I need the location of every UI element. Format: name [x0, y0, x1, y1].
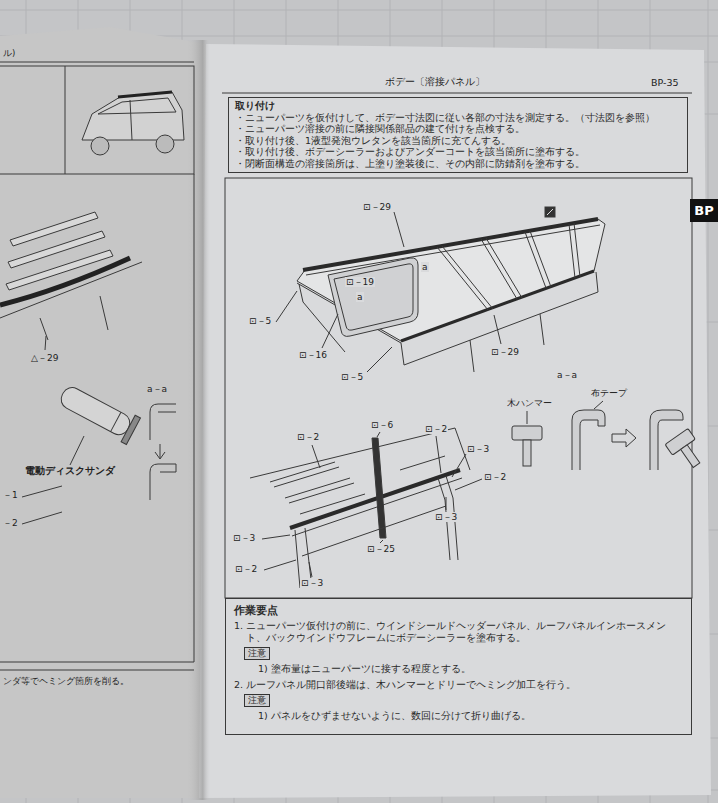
callout-number: －2 [2, 518, 19, 528]
page-number: BP-35 [650, 78, 680, 89]
page-header-title: ボデー〔溶接パネル〕 [383, 76, 487, 88]
bullet-text: ・取り付け後、ボデーシーラーおよびアンダーコートを該当箇所に塗布する。 [235, 146, 681, 158]
caution-text: 注意 [248, 648, 266, 659]
caution-text: 注意 [248, 695, 266, 706]
box-heading: 作業要点 [234, 604, 683, 616]
callout-number: ⊡－3 [232, 533, 256, 543]
part-label: 木ハンマー [506, 398, 553, 408]
item-text: 2. ルーフパネル開口部後端は、木ハンマーとドリーでヘミング加工を行う。 [234, 679, 683, 691]
item-text: 1. ニューパーツ仮付けの前に、ウインドシールドヘッダーパネル、ルーフパネルイン… [234, 620, 683, 644]
instruction-box: 取り付け・ニューパーツを仮付けして、ボデー寸法図に従い各部の寸法を測定する。（寸… [228, 97, 688, 173]
callout-number: ⊡－16 [298, 350, 328, 360]
section-tab: BP [690, 199, 718, 222]
running-head-fragment: ル) [2, 49, 16, 59]
callout-number: ⊡－2 [483, 472, 507, 482]
tab-text: BP [690, 199, 718, 222]
bullet-text: ・取り付け後、1液型発泡ウレタンを該当箇所に充てんする。 [235, 135, 681, 147]
note-text: 1) パネルをひずませないように、数回に分けて折り曲げる。 [234, 710, 683, 722]
left-page-drawing [0, 62, 194, 670]
callout-number: ⊡－3 [466, 444, 490, 454]
callout-number: ⊡－29 [490, 347, 520, 357]
callout-number: ⊡－5 [340, 372, 364, 382]
part-label: 布テープ [590, 388, 628, 398]
callout-number: ⊡－5 [248, 316, 272, 326]
gutter-shadow [186, 40, 210, 800]
callout-number: ⊡－19 [345, 277, 375, 287]
callout-number: ⊡－2 [296, 432, 320, 442]
note-text: ンダ等でヘミング箇所を削る。 [2, 676, 130, 686]
box-heading: 取り付け [235, 100, 681, 112]
section-mark: a－a [146, 384, 168, 394]
section-mark: a－a [556, 370, 578, 380]
bullet-text: ・閉断面構造の溶接箇所は、上塗り塗装後に、その内部に防錆剤を塗布する。 [235, 158, 681, 170]
section-mark: a [356, 292, 364, 302]
callout-number: －1 [2, 490, 19, 500]
section-mark: a [421, 262, 429, 272]
right-page-drawing [222, 93, 708, 598]
callout-number: ⊡－2 [424, 424, 448, 434]
callout-number: ⊡－3 [434, 512, 458, 522]
left-page [0, 27, 206, 798]
bullet-text: ・ニューパーツを仮付けして、ボデー寸法図に従い各部の寸法を測定する。（寸法図を参… [235, 112, 681, 124]
part-label: 電動ディスクサンダ [24, 466, 116, 477]
callout-number: ⊡－3 [300, 578, 324, 588]
callout-number: ⊡－29 [362, 202, 392, 212]
callout-number: △－29 [30, 353, 59, 363]
right-page [199, 44, 711, 798]
callout-number: ⊡－6 [370, 420, 394, 430]
caution-tag: 注意 [244, 647, 270, 660]
caution-tag: 注意 [244, 694, 270, 707]
callout-number: ⊡－25 [366, 544, 396, 554]
bullet-text: ・ニューパーツ溶接の前に隣接関係部品の建て付けを点検する。 [235, 123, 681, 135]
note-text: 1) 塗布量はニューパーツに接する程度とする。 [234, 663, 683, 675]
callout-number: ⊡－2 [234, 564, 258, 574]
work-points-box: 作業要点 1. ニューパーツ仮付けの前に、ウインドシールドヘッダーパネル、ルーフパ… [225, 598, 692, 735]
